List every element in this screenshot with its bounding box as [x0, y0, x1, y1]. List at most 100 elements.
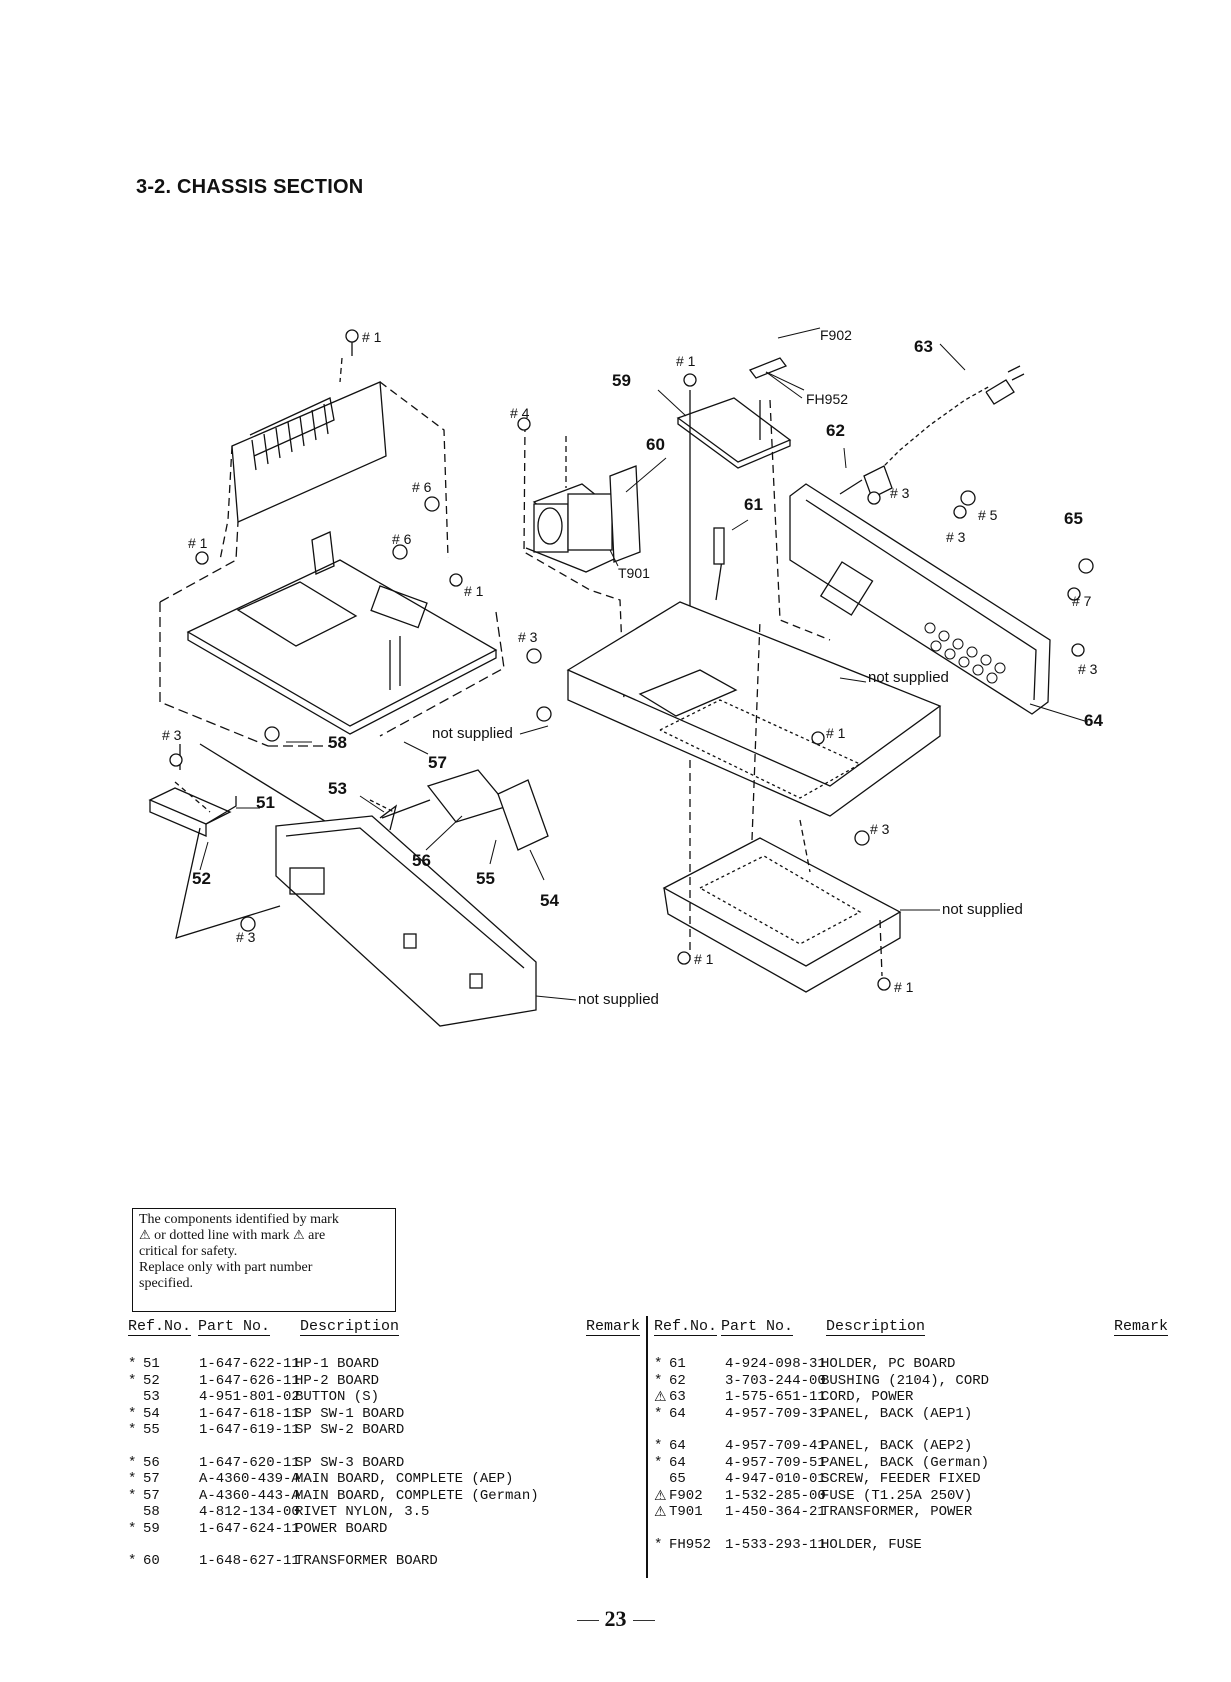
hp-board-bracket [148, 787, 237, 837]
screw-label: # 1 [694, 951, 714, 967]
row-ref: 53 [143, 1389, 160, 1405]
screw-label: # 1 [676, 353, 696, 369]
header-part: Part No. [198, 1318, 271, 1336]
row-description: POWER BOARD [295, 1520, 388, 1537]
row-mark: * [654, 1372, 663, 1389]
notice-line: The components identified by mark [139, 1212, 339, 1227]
not-supplied-label: not supplied [578, 991, 659, 1008]
label-65: 65 [1064, 509, 1083, 528]
row-mark: * [128, 1471, 137, 1487]
header-description: Description [826, 1318, 926, 1336]
chassis-frame [566, 601, 942, 817]
transformer-part [525, 465, 641, 573]
row-mark: * [128, 1553, 137, 1569]
row-ref: 59 [143, 1520, 160, 1537]
row-mark: * [128, 1422, 137, 1438]
screw-label: # 1 [894, 979, 914, 995]
row-ref: 57 [143, 1471, 160, 1487]
not-supplied-label: not supplied [432, 725, 513, 742]
row-description: BUSHING (2104), CORD [821, 1372, 990, 1389]
row-mark: * [128, 1356, 137, 1372]
row-mark: * [128, 1405, 137, 1422]
page-number: 23 [0, 1606, 1231, 1632]
row-description: CORD, POWER [821, 1389, 914, 1405]
label-64: 64 [1084, 711, 1103, 730]
not-supplied-label: not supplied [942, 901, 1023, 918]
label-61: 61 [744, 495, 763, 514]
screw-label: # 3 [870, 821, 890, 837]
header-ref: Ref.No. [128, 1318, 192, 1336]
label-59: 59 [612, 371, 631, 390]
row-description: TRANSFORMER BOARD [295, 1553, 438, 1569]
row-part-no: 1-647-622-11 [199, 1356, 300, 1372]
screw-label: # 1 [464, 583, 484, 599]
row-part-no: 1-647-618-11 [199, 1405, 300, 1422]
row-description: HP-1 BOARD [295, 1356, 380, 1372]
screw-label: # 7 [1072, 593, 1092, 609]
row-part-no: A-4360-443-A [199, 1487, 300, 1504]
row-ref: 56 [143, 1454, 160, 1471]
label-53: 53 [328, 779, 347, 798]
label-FH952: FH952 [806, 391, 848, 407]
row-mark: * [654, 1438, 663, 1454]
row-ref: 65 [669, 1471, 686, 1487]
header-description: Description [300, 1318, 400, 1336]
back-panel [789, 483, 1051, 715]
notice-line: specified. [139, 1276, 194, 1291]
row-part-no: 1-647-624-11 [199, 1520, 300, 1537]
screw-label: # 1 [362, 329, 382, 345]
row-mark: ⚠ [654, 1389, 667, 1405]
screw-label: # 5 [978, 507, 998, 523]
row-part-no: 4-812-134-00 [199, 1504, 300, 1520]
row-part-no: 1-647-626-11 [199, 1372, 300, 1389]
front-panel [275, 815, 537, 1027]
row-part-no: 1-575-651-11 [725, 1389, 826, 1405]
screw-label: # 3 [162, 727, 182, 743]
row-description: HOLDER, FUSE [821, 1536, 922, 1553]
row-part-no: 4-957-709-51 [725, 1454, 826, 1471]
notice-line: critical for safety. [139, 1244, 238, 1259]
row-description: SP SW-1 BOARD [295, 1405, 405, 1422]
row-ref: 62 [669, 1372, 686, 1389]
row-part-no: 1-647-620-11 [199, 1454, 300, 1471]
row-ref: FH952 [669, 1536, 712, 1553]
row-part-no: 4-957-709-41 [725, 1438, 826, 1454]
screw-label: # 4 [510, 405, 530, 421]
screw-label: # 3 [236, 929, 256, 945]
notice-line: ⚠ or dotted line with mark ⚠ are [139, 1228, 326, 1243]
row-ref: T901 [669, 1504, 703, 1520]
label-58: 58 [328, 733, 347, 752]
label-T901: T901 [618, 565, 650, 581]
page-title: 3-2. CHASSIS SECTION [136, 176, 364, 198]
row-part-no: 1-647-619-11 [199, 1422, 300, 1438]
label-63: 63 [914, 337, 933, 356]
row-ref: 55 [143, 1422, 160, 1438]
row-ref: 64 [669, 1405, 686, 1422]
row-ref: F902 [669, 1487, 703, 1504]
row-mark: ⚠ [654, 1504, 667, 1520]
screw-label: # 6 [392, 531, 412, 547]
row-mark: * [128, 1487, 137, 1504]
row-part-no: 1-648-627-11 [199, 1553, 300, 1569]
row-description: SCREW, FEEDER FIXED [821, 1471, 981, 1487]
row-description: RIVET NYLON, 3.5 [295, 1504, 430, 1520]
